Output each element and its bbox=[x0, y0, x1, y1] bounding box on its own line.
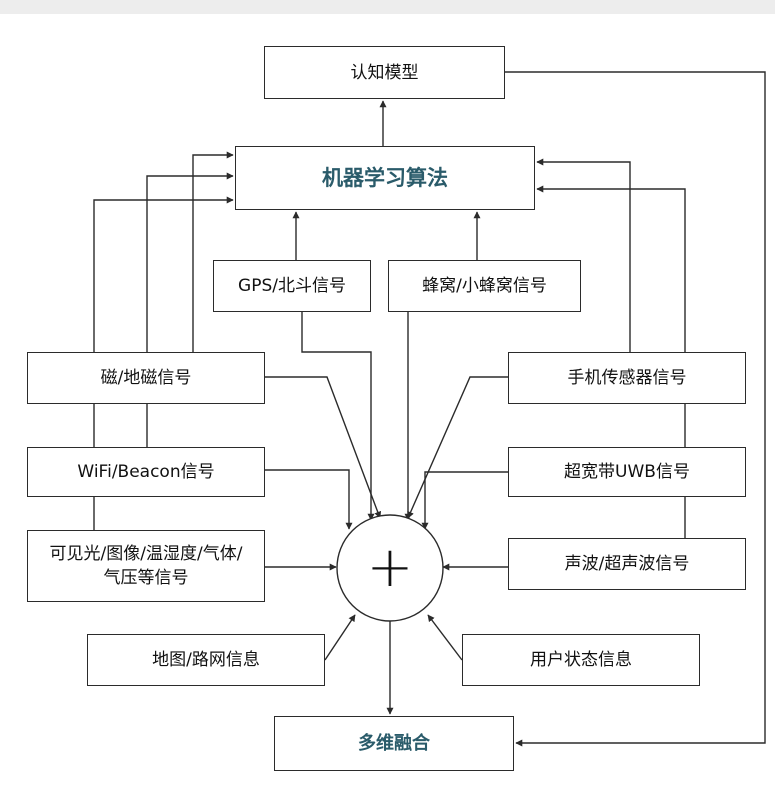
arrow-magnetic-to-fusion bbox=[265, 376, 382, 519]
cognitive-model-box: 认知模型 bbox=[264, 46, 505, 99]
wifi-beacon-label: WiFi/Beacon信号 bbox=[77, 462, 215, 482]
arrow-uwb-to-fusion bbox=[421, 471, 508, 530]
magnetic-label: 磁/地磁信号 bbox=[100, 368, 192, 388]
arrow-phone-to-ml bbox=[536, 158, 631, 352]
multi-fusion-label: 多维融合 bbox=[358, 732, 430, 754]
arrow-phone-to-fusion bbox=[407, 376, 508, 519]
visible-light-label: 可见光/图像/温湿度/气体/气压等信号 bbox=[49, 544, 243, 588]
phone-sensor-box: 手机传感器信号 bbox=[508, 352, 746, 404]
arrow-magnetic-to-ml bbox=[192, 151, 234, 352]
arrow-user-to-fusion bbox=[427, 614, 463, 661]
uwb-label: 超宽带UWB信号 bbox=[564, 462, 690, 482]
user-state-label: 用户状态信息 bbox=[530, 650, 632, 670]
ml-algorithm-box: 机器学习算法 bbox=[235, 146, 535, 210]
user-state-box: 用户状态信息 bbox=[462, 634, 700, 686]
uwb-box: 超宽带UWB信号 bbox=[508, 447, 746, 497]
acoustic-box: 声波/超声波信号 bbox=[508, 538, 746, 590]
fusion-circle bbox=[336, 514, 444, 622]
arrow-map-to-fusion bbox=[324, 614, 356, 661]
cellular-label: 蜂窝/小蜂窝信号 bbox=[422, 276, 547, 296]
ml-algorithm-label: 机器学习算法 bbox=[322, 166, 448, 190]
arrow-acoustic-to-ml bbox=[536, 185, 686, 538]
wifi-beacon-box: WiFi/Beacon信号 bbox=[27, 447, 265, 497]
cognitive-model-label: 认知模型 bbox=[350, 62, 419, 83]
fusion-plus-symbol: + bbox=[366, 535, 414, 600]
map-roadnet-box: 地图/路网信息 bbox=[87, 634, 325, 686]
gps-beidou-box: GPS/北斗信号 bbox=[213, 260, 371, 312]
arrow-gps-to-fusion bbox=[301, 312, 375, 521]
visible-light-box: 可见光/图像/温湿度/气体/气压等信号 bbox=[27, 530, 265, 602]
top-strip bbox=[0, 0, 775, 14]
gps-beidou-label: GPS/北斗信号 bbox=[238, 276, 346, 296]
magnetic-box: 磁/地磁信号 bbox=[27, 352, 265, 404]
arrow-wifi-to-fusion bbox=[265, 469, 353, 530]
arrow-visible-to-ml bbox=[93, 196, 234, 530]
map-roadnet-label: 地图/路网信息 bbox=[152, 650, 260, 670]
phone-sensor-label: 手机传感器信号 bbox=[567, 368, 687, 388]
multi-fusion-box: 多维融合 bbox=[274, 716, 514, 771]
cellular-box: 蜂窝/小蜂窝信号 bbox=[388, 260, 581, 312]
acoustic-label: 声波/超声波信号 bbox=[564, 554, 690, 574]
arrow-fusion-to-cognitive bbox=[505, 71, 766, 747]
